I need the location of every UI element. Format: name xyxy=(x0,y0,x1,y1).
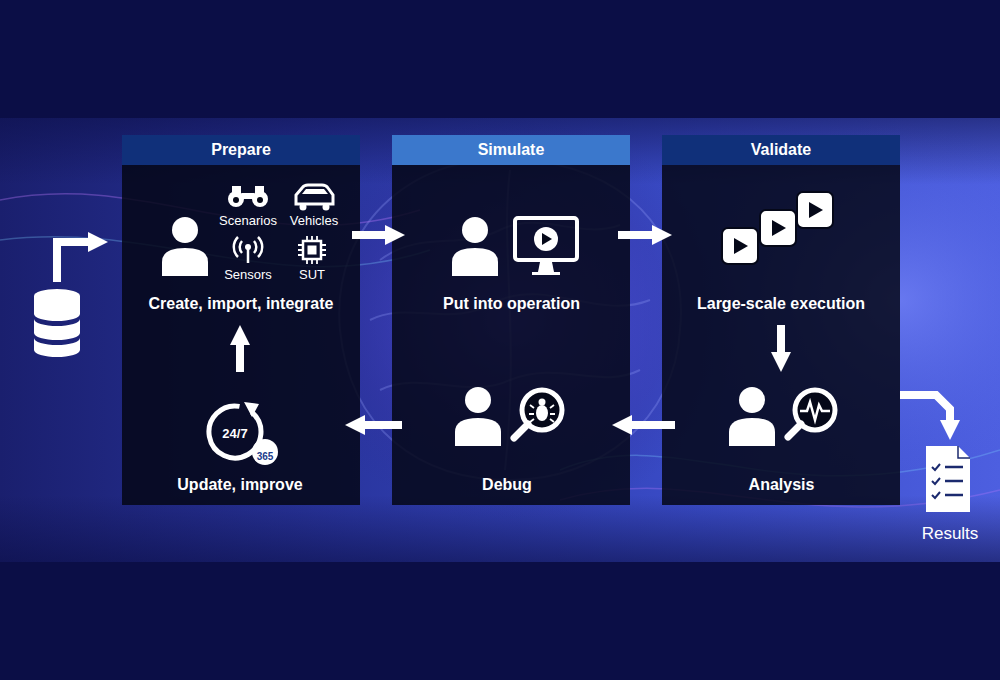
step-label: Analysis xyxy=(749,475,815,494)
phase-panel: PrepareCreate, import, integrateUpdate, … xyxy=(122,135,360,505)
flow-arrow xyxy=(352,231,393,239)
icon-label: Sensors xyxy=(224,267,272,283)
step-box: Create, import, integrate xyxy=(130,180,352,325)
analysis-magnifier-icon xyxy=(788,390,835,437)
step-label: Debug xyxy=(482,475,532,494)
results-document: Results xyxy=(910,440,990,548)
flow-arrow xyxy=(624,421,675,429)
person-icon xyxy=(162,217,208,276)
play-icons xyxy=(722,192,833,264)
cycle-label-holder: 24/7 xyxy=(175,424,295,442)
step-box: Put into operation xyxy=(405,180,618,325)
monitor-icon xyxy=(515,218,577,275)
phase-panel: SimulatePut into operationDebug xyxy=(392,135,630,505)
flow-arrow xyxy=(236,337,244,372)
icon-label-holder: Sensors xyxy=(188,265,308,283)
flow-arrow xyxy=(777,325,785,360)
step-box: Analysis xyxy=(675,372,888,500)
phase-header: Validate xyxy=(662,135,900,165)
phase-header: Simulate xyxy=(392,135,630,165)
sensor-icon xyxy=(234,237,262,263)
flow-arrow xyxy=(618,231,660,239)
binoculars-icon xyxy=(228,186,268,207)
chip-icon xyxy=(298,236,326,264)
step-label: Create, import, integrate xyxy=(149,294,334,313)
vehicle-icon xyxy=(296,185,333,211)
input-arrow xyxy=(57,242,96,282)
person-icon xyxy=(729,387,775,446)
step-box: Debug xyxy=(402,380,612,500)
step-label: Results xyxy=(922,524,979,544)
person-icon xyxy=(452,217,498,276)
person-icon xyxy=(455,387,501,446)
phase-header: Prepare xyxy=(122,135,360,165)
icon-label: Vehicles xyxy=(290,213,338,229)
cycle-label: 24/7 xyxy=(222,426,247,442)
badge-number: 365 xyxy=(257,451,274,463)
database-icon xyxy=(34,289,80,357)
phase-panel: ValidateLarge-scale executionAnalysis xyxy=(662,135,900,505)
debug-magnifier-icon xyxy=(514,390,562,438)
badge-number-holder: 365 xyxy=(205,446,325,464)
flow-arrow xyxy=(900,395,950,428)
flow-arrow xyxy=(357,421,402,429)
document-icon xyxy=(926,446,970,512)
icon-label: Scenarios xyxy=(219,213,277,229)
icon-label: SUT xyxy=(299,267,325,283)
cycle-icon xyxy=(209,402,278,465)
step-label: Put into operation xyxy=(443,294,580,313)
step-label: Update, improve xyxy=(177,475,302,494)
step-box: Large-scale execution xyxy=(672,180,890,325)
step-label: Large-scale execution xyxy=(697,294,865,313)
